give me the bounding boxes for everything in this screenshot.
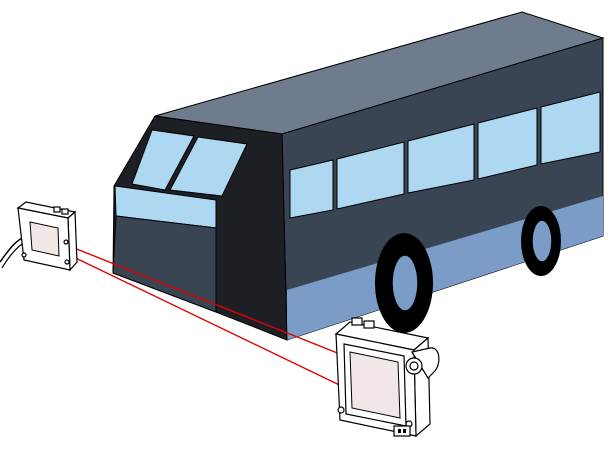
photoelectric-sensor-icon	[0, 202, 77, 270]
bus-front-lower	[113, 216, 216, 312]
emitter-lens	[30, 222, 59, 256]
bus-rear-wheel	[521, 206, 561, 276]
emitter-cable	[0, 238, 22, 262]
bus-window-1	[290, 160, 333, 218]
receiver-connector	[394, 426, 410, 436]
photoelectric-sensor-icon	[336, 318, 439, 436]
receiver-lens	[350, 352, 400, 418]
receiver-indicator-2	[364, 321, 374, 328]
receiver-indicator-1	[352, 318, 362, 325]
bus-front-wheel	[375, 233, 433, 333]
bus-icon	[113, 12, 603, 340]
